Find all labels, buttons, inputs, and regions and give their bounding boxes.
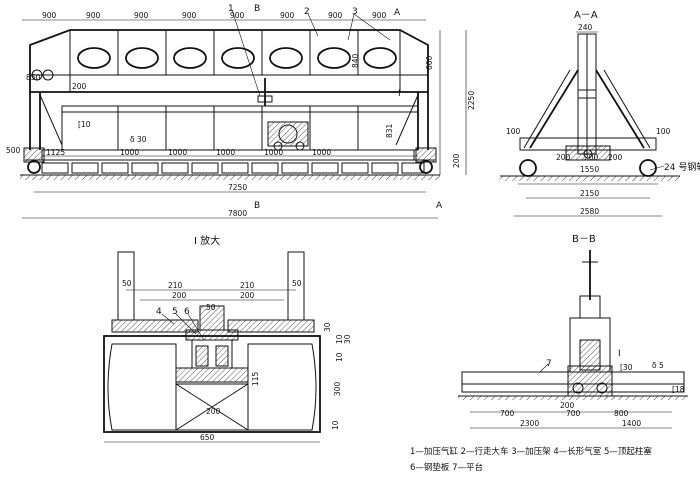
detail-dim-10-a: 10 (335, 334, 344, 344)
frame-bays (117, 106, 359, 150)
detail-dim-200-left: 200 (172, 291, 187, 300)
dim-1125: 1125 (46, 148, 65, 157)
front-top-dimensions: 900 900 900 900 900 900 900 900 (42, 11, 387, 20)
side-view-title: A－A (574, 10, 598, 21)
section-b-b: B－B 7 I [30 δ 5 [18 200 700 700 800 2300… (458, 234, 688, 429)
detail-dim-115: 115 (251, 371, 260, 386)
dim-200: 200 (72, 82, 87, 91)
dim-top-4: 900 (182, 11, 197, 20)
dim-831: 831 (385, 123, 394, 138)
dim-top-8: 900 (372, 11, 387, 20)
section-b-title: B－B (572, 234, 596, 245)
dim-660: 660 (425, 55, 434, 70)
detail-callout-4: 4 (156, 307, 162, 317)
dim-100-right: 100 (656, 127, 671, 136)
dim-left-850: 850 (26, 73, 41, 82)
detail-callout-5: 5 (172, 307, 178, 317)
dim-top-6: 900 (280, 11, 295, 20)
callout-1: 1 (228, 4, 234, 14)
dim-delta-30: δ 30 (130, 135, 147, 144)
dim-1000-a: 1000 (120, 148, 139, 157)
detail-dim-650: 650 (200, 433, 215, 442)
section-a-bottom: A (436, 201, 443, 211)
dim-1000-d: 1000 (264, 148, 283, 157)
legend-line-2: 6—钢垫板 7—平台 (410, 462, 483, 473)
detail-mark-roman: I (398, 89, 401, 99)
dim-7250: 7250 (228, 183, 247, 192)
dim-1550: 1550 (580, 165, 599, 174)
dim-top-5: 900 (230, 11, 245, 20)
section-dim-200: 200 (560, 401, 575, 410)
detail-dim-50-right: 50 (292, 279, 302, 288)
legend-line-1: 1—加压气缸 2—行走大车 3—加压架 4—长形气室 5—顶起柱塞 (410, 446, 652, 457)
dim-2150: 2150 (580, 189, 599, 198)
rail-sleepers (41, 162, 425, 174)
section-a-top: A (394, 8, 401, 18)
detail-dim-200-right: 200 (240, 291, 255, 300)
dim-top-3: 900 (134, 11, 149, 20)
detail-dim-210-right: 210 (240, 281, 255, 290)
dim-2250: 2250 (467, 91, 476, 110)
detail-dim-30-b: 30 (343, 334, 352, 344)
detail-dim-30-top: 30 (323, 322, 332, 332)
detail-dim-300: 300 (333, 381, 342, 396)
callout-2: 2 (304, 7, 310, 17)
detail-dim-210-left: 210 (168, 281, 183, 290)
dim-7800: 7800 (228, 209, 247, 218)
dim-200-c: 200 (608, 153, 623, 162)
callout-3: 3 (352, 7, 358, 17)
side-view-a-a: A－A 240 100 100 200 200 200 1550 2150 25… (500, 10, 700, 217)
dim-channel-10: [10 (78, 120, 91, 129)
section-dim-2300: 2300 (520, 419, 539, 428)
detail-dim-50-center: 50 (206, 303, 216, 312)
dim-top-7: 900 (328, 11, 343, 20)
dim-2580: 2580 (580, 207, 599, 216)
section-dim-800: 800 (614, 409, 629, 418)
section-dim-700-b: 700 (566, 409, 581, 418)
dim-100-left: 100 (506, 127, 521, 136)
dim-1000-c: 1000 (216, 148, 235, 157)
section-callout-channel-30: [30 (620, 363, 633, 372)
dim-200-right: 200 (452, 153, 461, 168)
front-view: 900 900 900 900 900 900 900 900 850 (6, 4, 476, 219)
detail-dim-10-b: 10 (335, 352, 344, 362)
dim-1000-b: 1000 (168, 148, 187, 157)
section-b-bottom: B (254, 201, 260, 211)
dim-1000-e: 1000 (312, 148, 331, 157)
parts-legend: 1—加压气缸 2—行走大车 3—加压架 4—长形气室 5—顶起柱塞 6—钢垫板 … (410, 446, 652, 473)
section-b-top: B (254, 4, 260, 14)
rail-note: 24 号钢轨 (664, 161, 700, 173)
dim-500: 500 (6, 146, 21, 155)
detail-dim-200-bottom: 200 (206, 407, 221, 416)
detail-dim-10-c: 10 (331, 420, 340, 430)
dim-240: 240 (578, 23, 593, 32)
dim-top-2: 900 (86, 11, 101, 20)
detail-callout-6: 6 (184, 307, 190, 317)
girder-openings (69, 30, 401, 92)
section-callout-delta-5: δ 5 (652, 361, 664, 370)
dim-840: 840 (351, 53, 360, 68)
pressing-carriage (267, 121, 309, 151)
dim-top-1: 900 (42, 11, 57, 20)
section-dim-1400: 1400 (622, 419, 641, 428)
detail-view-title: I 放大 (194, 234, 220, 247)
dim-200-b: 200 (584, 153, 599, 162)
dim-200-a: 200 (556, 153, 571, 162)
detail-view-i: I 放大 50 50 210 210 200 200 50 30 10 30 1… (103, 234, 352, 443)
section-callout-channel-18: [18 (672, 385, 685, 394)
section-callout-7: 7 (546, 359, 552, 369)
section-callout-roman: I (618, 349, 621, 359)
section-dim-700-a: 700 (500, 409, 515, 418)
detail-dim-50-left: 50 (122, 279, 132, 288)
